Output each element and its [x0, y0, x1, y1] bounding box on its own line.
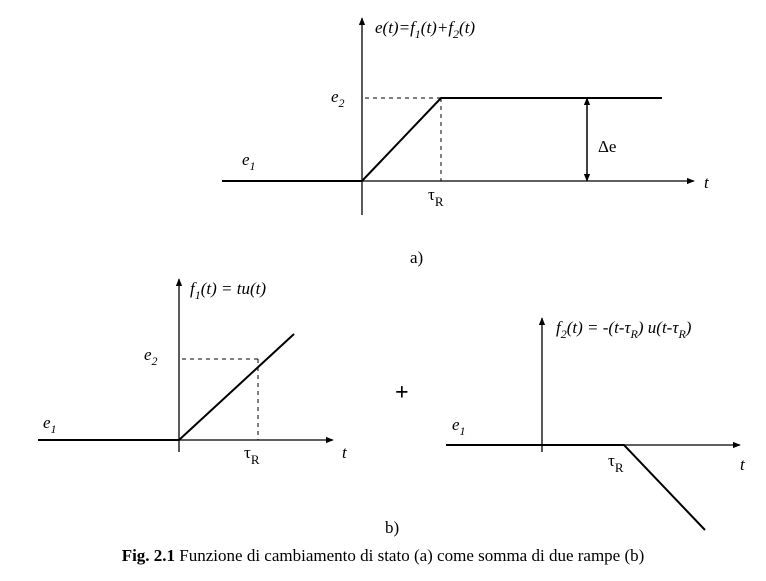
fig-b2-y-label: f2(t) = -(t-τR) u(t-τR): [556, 318, 692, 341]
fig-b2-signal-curve: [446, 444, 706, 531]
fig-a-tau-label: τR: [428, 185, 444, 209]
plus-sign: +: [395, 380, 409, 406]
fig-a-e2-label: e2: [331, 87, 345, 110]
figure-caption: Fig. 2.1 Funzione di cambiamento di stat…: [0, 546, 766, 566]
figure-b2: f2(t) = -(t-τR) u(t-τR) e1 t τR: [446, 317, 746, 531]
figure-b1: f1(t) = tu(t) e2 e1 t τR: [38, 278, 348, 467]
fig-a-signal-curve: [222, 97, 662, 182]
fig-a-delta-label: Δe: [598, 137, 616, 156]
fig-b1-y-label: f1(t) = tu(t): [190, 279, 266, 302]
fig-b2-t-label: t: [740, 455, 746, 474]
fig-b1-signal-curve: [38, 333, 295, 441]
fig-a-y-label: e(t)=f1(t)+f2(t): [375, 18, 475, 41]
fig-b1-tau-label: τR: [244, 443, 260, 467]
fig-b2-e1-label: e1: [452, 415, 466, 438]
fig-b2-tau-label: τR: [608, 451, 624, 475]
fig-a-t-label: t: [704, 173, 710, 192]
caption-text: Funzione di cambiamento di stato (a) com…: [175, 546, 645, 565]
caption-figure-number: Fig. 2.1: [121, 546, 176, 565]
figure-a: e(t)=f1(t)+f2(t) e2 e1 Δe t τR a): [222, 17, 710, 267]
fig-a-e1-label: e1: [242, 150, 256, 173]
fig-b-sublabel: b): [385, 518, 399, 537]
fig-a-sublabel: a): [410, 248, 423, 267]
fig-b1-e1-label: e1: [43, 413, 57, 436]
fig-b1-e2-label: e2: [144, 345, 158, 368]
fig-b1-t-label: t: [342, 443, 348, 462]
